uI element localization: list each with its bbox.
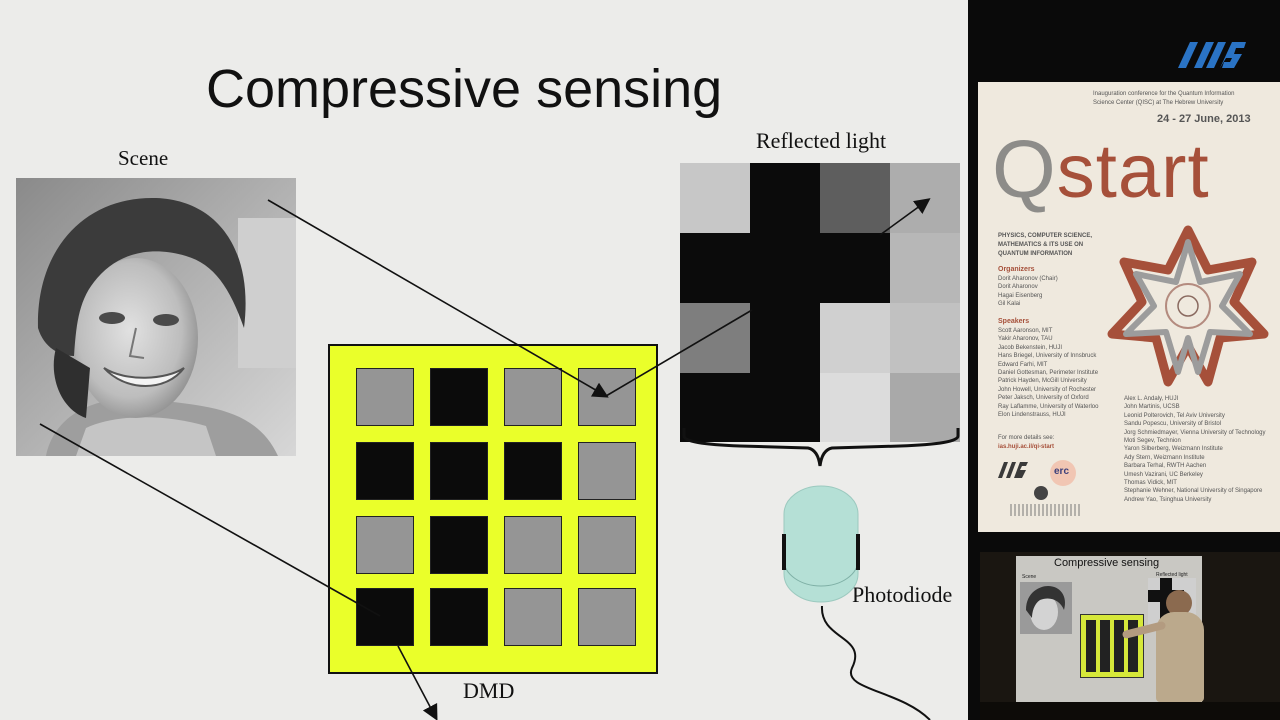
speaker-video-inset: Compressive sensing Scene Reflected ligh… — [980, 552, 1280, 720]
dmd-mirror-array — [328, 344, 658, 674]
university-seal-icon — [1034, 486, 1048, 500]
brand-start: start — [1056, 129, 1210, 214]
dmd-mirror-gray — [578, 588, 636, 646]
poster-tagline-1: Inauguration conference for the Quantum … — [1093, 91, 1235, 97]
reflected-light-pattern — [680, 163, 960, 442]
speaker-name: Elon Lindenstrauss, HUJI — [998, 412, 1066, 418]
speaker-name: John Howell, University of Rochester — [998, 386, 1097, 393]
scene-label: Scene — [118, 146, 169, 170]
speaker-name: Barbara Terhal, RWTH Aachen — [1124, 463, 1207, 470]
dmd-mirror-gray — [504, 516, 562, 574]
dmd-mirror-black — [430, 442, 488, 500]
projected-dmd — [1080, 614, 1144, 678]
erc-logo-text: erc — [1054, 466, 1070, 477]
projected-slide-title: Compressive sensing — [1054, 557, 1160, 569]
speakers-heading: Speakers — [998, 318, 1030, 325]
speaker-name: Peter Jaksch, University of Oxford — [998, 395, 1089, 402]
dmd-mirror-gray — [578, 516, 636, 574]
poster-topic-2: MATHEMATICS & ITS USE ON — [998, 242, 1084, 248]
speaker-name: Jacob Bekenstein, HUJI — [998, 344, 1063, 351]
organizer-name: Hagai Eisenberg — [998, 292, 1043, 299]
organizer-name: Gil Kalai — [998, 301, 1021, 308]
speaker-name: Umesh Vazirani, UC Berkeley — [1124, 471, 1203, 478]
organizer-name: Dorit Aharonov — [998, 284, 1038, 291]
speaker-name: Leonid Polterovich, Tel Aviv University — [1124, 412, 1225, 419]
speaker-name: Edward Farhi, MIT — [998, 361, 1048, 368]
dmd-mirror-black — [430, 516, 488, 574]
dmd-mirror-gray — [578, 368, 636, 426]
sponsor-fineprint — [1010, 504, 1080, 516]
erc-logo-icon: erc — [1050, 460, 1076, 486]
dmd-mirror-black — [356, 442, 414, 500]
speaker-name: Jorg Schmiedmayer, Vienna University of … — [1124, 429, 1266, 436]
speaker-name: Hans Briegel, University of Innsbruck — [998, 353, 1097, 360]
dmd-mirror-black — [430, 368, 488, 426]
dmd-mirror-black — [356, 588, 414, 646]
speaker-name: Moti Segev, Technion — [1124, 438, 1181, 444]
slide-title: Compressive sensing — [206, 59, 723, 119]
scene-photo — [16, 178, 296, 456]
dmd-label: DMD — [463, 678, 515, 703]
speaker-name: Sandu Popescu, University of Bristol — [1124, 421, 1222, 428]
dmd-mirror-black — [430, 588, 488, 646]
speaker-name: Scott Aaronson, MIT — [998, 328, 1053, 334]
conference-poster: Inauguration conference for the Quantum … — [978, 82, 1280, 532]
speaker-head — [1166, 590, 1192, 616]
stage-floor — [980, 702, 1280, 720]
poster-institute-logo-icon — [998, 462, 1028, 478]
dmd-mirror-gray — [504, 588, 562, 646]
photodiode-icon — [782, 485, 860, 603]
speaker-name: Daniel Gottesman, Perimeter Institute — [998, 370, 1099, 376]
presentation-slide: Compressive sensing Scene Reflected ligh… — [0, 0, 968, 720]
poster-tagline-2: Science Center (QISC) at The Hebrew Univ… — [1093, 100, 1224, 106]
details-url: ias.huji.ac.il/qi-start — [998, 444, 1055, 450]
organizers-heading: Organizers — [998, 266, 1035, 273]
poster-topic-3: QUANTUM INFORMATION — [998, 251, 1073, 257]
dmd-mirror-gray — [356, 368, 414, 426]
reflected-light-label: Reflected light — [756, 128, 887, 153]
dmd-mirror-gray — [578, 442, 636, 500]
poster-rosette-icon — [1107, 225, 1269, 387]
speaker-name: Yaron Silberberg, Weizmann Institute — [1124, 446, 1223, 453]
dmd-mirror-black — [504, 442, 562, 500]
speaker-name: Alex L. Andaly, HUJI — [1124, 396, 1179, 402]
institute-logo-icon — [1178, 42, 1246, 68]
poster-dates: 24 - 27 June, 2013 — [1157, 113, 1251, 125]
projected-scene-photo — [1020, 582, 1072, 634]
speaker-name: Andrew Yao, Tsinghua University — [1124, 496, 1212, 503]
speaker-name: Thomas Vidick, MIT — [1124, 480, 1177, 486]
photodiode-wire — [820, 605, 931, 720]
poster-brand: Qstart — [992, 120, 1210, 222]
brand-q: Q — [992, 124, 1057, 215]
speaker-name: John Martinis, UCSB — [1124, 404, 1180, 411]
projected-scene-label: Scene — [1022, 574, 1037, 580]
speaker-name: Patrick Hayden, McGill University — [998, 378, 1087, 385]
speaker-name: Yakir Aharonov, TAU — [998, 336, 1053, 343]
organizer-name: Dorit Aharonov (Chair) — [998, 276, 1058, 282]
speaker-name: Stephanie Wehner, National University of… — [1124, 488, 1263, 495]
speaker-name: Ray Laflamme, University of Waterloo — [998, 403, 1099, 410]
details-heading: For more details see: — [998, 435, 1055, 441]
speaker-name: Ady Stern, Weizmann Institute — [1124, 454, 1205, 461]
dmd-mirror-gray — [356, 516, 414, 574]
dmd-mirror-gray — [504, 368, 562, 426]
photodiode-label: Photodiode — [852, 582, 953, 607]
poster-topic-1: PHYSICS, COMPUTER SCIENCE, — [998, 233, 1093, 239]
projected-reflected-label: Reflected light — [1156, 572, 1188, 578]
